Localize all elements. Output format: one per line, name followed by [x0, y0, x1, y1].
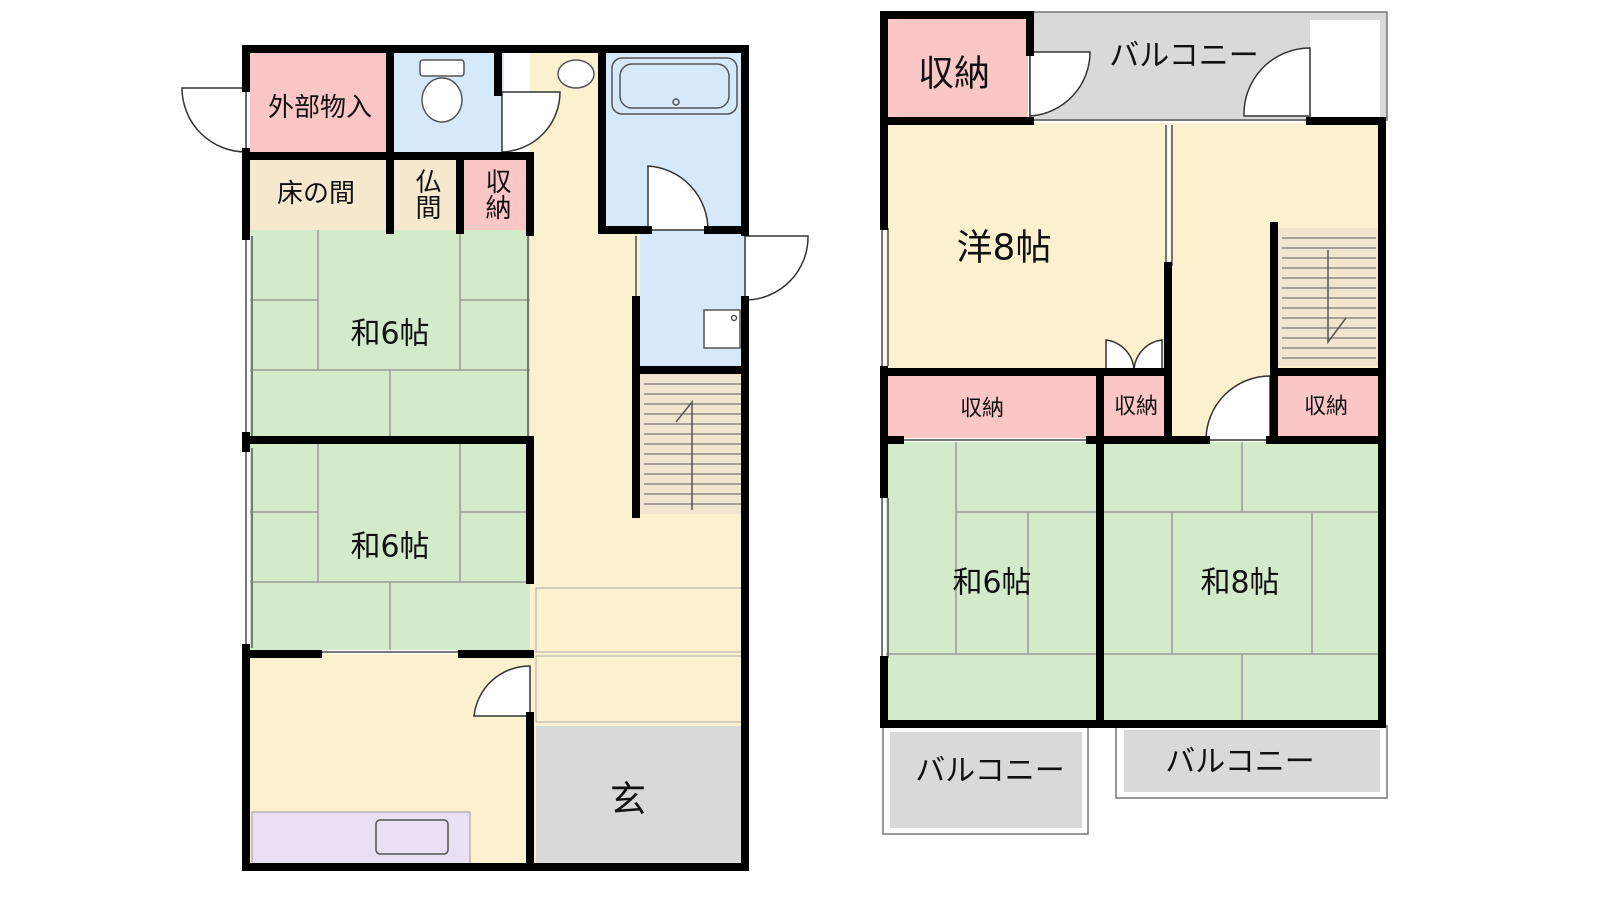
stairs-floor1	[640, 374, 745, 514]
label-genkan: 玄	[610, 780, 646, 821]
label-storage-right: 収納	[1304, 395, 1348, 420]
bathtub	[611, 57, 738, 115]
step-2	[535, 655, 746, 723]
walls-floor2	[880, 11, 1386, 728]
balcony-top-inner	[1310, 20, 1380, 120]
butsuma-room	[392, 160, 458, 230]
label-storage-center: 収納	[1114, 395, 1158, 420]
tatami-lines-6	[886, 442, 1098, 655]
label-balcony-bottom-left: バルコニー	[915, 754, 1064, 789]
tatami-lines-middle	[250, 442, 530, 650]
balcony-bottom-right-inner	[1124, 730, 1380, 792]
label-tokonoma: 床の間	[277, 179, 355, 209]
label-balcony-top: バルコニー	[1109, 39, 1258, 74]
label-small-storage: 収納	[481, 168, 511, 220]
exterior-storage-room	[250, 52, 390, 156]
tatami-lines-8	[1102, 442, 1380, 722]
toilet-fixture	[419, 59, 465, 123]
wash-basin	[557, 59, 595, 89]
stairs-floor2	[1278, 228, 1380, 366]
walls-floor1	[242, 45, 749, 871]
youshitsu-room	[886, 123, 1168, 371]
floor-1: 外部物入 床の間 仏間 収納 和6帖 和6帖 玄	[181, 45, 809, 871]
label-youshitsu: 洋8帖	[957, 228, 1052, 269]
washing-machine	[703, 309, 741, 349]
tatami-lines-top	[250, 230, 530, 438]
label-washitsu-middle: 和6帖	[350, 530, 429, 565]
storage-center-room	[1102, 374, 1168, 438]
washitsu-8-room	[1102, 442, 1380, 722]
washitsu-6-room	[886, 442, 1098, 722]
small-storage-room	[462, 160, 530, 230]
label-washitsu-top: 和6帖	[350, 317, 429, 352]
floor-2: 収納 バルコニー 洋8帖 収納 収納 収納 和6帖 和8帖 バルコニー バルコニ…	[880, 11, 1388, 835]
washroom	[640, 230, 745, 370]
label-storage-left: 収納	[960, 397, 1004, 422]
storage-corner-room	[886, 15, 1028, 119]
balcony-bottom-left-inner	[890, 732, 1082, 828]
kitchen-sink	[375, 819, 449, 855]
doors-floor1	[181, 87, 809, 717]
label-balcony-bottom-right: バルコニー	[1165, 745, 1314, 780]
doors-floor2	[1029, 47, 1311, 441]
label-butsuma: 仏間	[411, 168, 441, 220]
label-washitsu-8: 和8帖	[1200, 566, 1279, 601]
storage-right-room	[1276, 374, 1380, 438]
genkan-room	[536, 726, 745, 867]
label-storage-corner: 収納	[918, 54, 990, 95]
label-exterior-storage: 外部物入	[268, 93, 372, 123]
tokonoma-room	[250, 160, 390, 230]
step-1	[535, 587, 746, 653]
storage-left-room	[886, 374, 1098, 438]
label-washitsu-6: 和6帖	[952, 566, 1031, 601]
